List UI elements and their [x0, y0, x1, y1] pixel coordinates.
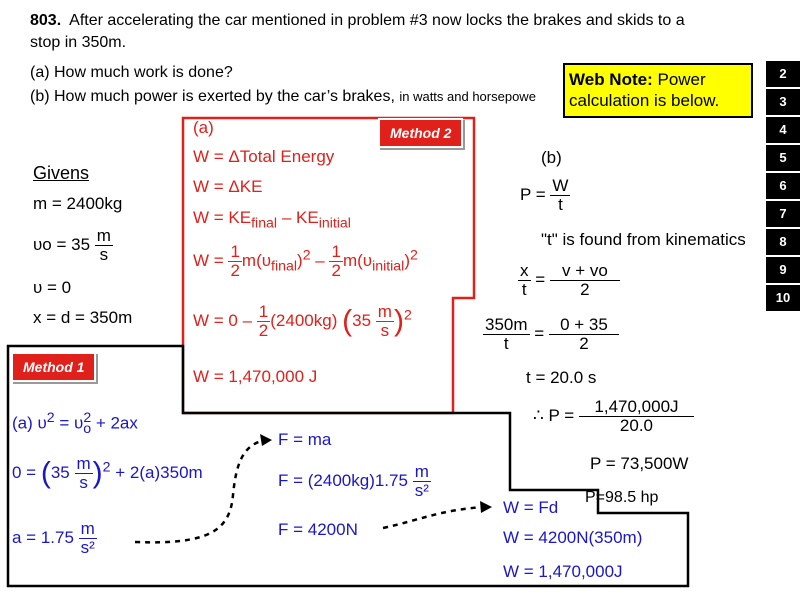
- given-mass: m = 2400kg: [33, 194, 123, 213]
- nav-page-5[interactable]: 5: [766, 145, 800, 171]
- nav-page-2[interactable]: 2: [766, 61, 800, 87]
- web-note-text: Power calculation is below.: [569, 70, 720, 110]
- method2-eq-total-energy: W = ΔTotal Energy: [193, 147, 335, 166]
- method1-eq-force-result: F = 4200N: [278, 520, 358, 539]
- method1-eq-work-sub: W = 4200N(350m): [503, 528, 643, 547]
- method2-tag: Method 2: [378, 118, 464, 148]
- web-note-label: Web Note:: [569, 70, 653, 89]
- web-note: Web Note: Power calculation is below.: [563, 63, 753, 118]
- problem-text-line2: stop in 350m.: [30, 34, 127, 51]
- part-a-question: (a) How much work is done?: [30, 64, 233, 81]
- nav-page-6[interactable]: 6: [766, 173, 800, 199]
- nav-page-9[interactable]: 9: [766, 257, 800, 283]
- partb-power-watts: P = 73,500W: [590, 454, 689, 473]
- method2-label: (a): [193, 118, 214, 137]
- givens-heading: Givens: [33, 163, 90, 183]
- partb-label: (b): [541, 148, 562, 167]
- nav-page-3[interactable]: 3: [766, 89, 800, 115]
- method1-eq-work: W = Fd: [503, 498, 559, 517]
- part-b-question: (b) How much power is exerted by the car…: [30, 88, 536, 105]
- given-distance: x = d = 350m: [33, 308, 133, 327]
- method1-tag: Method 1: [11, 352, 97, 382]
- partb-note: "t" is found from kinematics: [541, 230, 746, 249]
- given-final-velocity: υ = 0: [33, 278, 72, 297]
- problem-statement: 803. After accelerating the car mentione…: [30, 12, 685, 51]
- partb-power-hp: P=98.5 hp: [585, 489, 659, 506]
- nav-page-10[interactable]: 10: [766, 285, 800, 311]
- arrow-a-to-f: [134, 438, 266, 544]
- method1-outline: [6, 344, 690, 588]
- partb-time: t = 20.0 s: [526, 368, 597, 387]
- method2-result: W = 1,470,000 J: [193, 367, 318, 386]
- method1-eq-kinematic: (a) υ2 = υ2o + 2ax: [12, 410, 138, 438]
- method1-eq-force: F = ma: [278, 430, 332, 449]
- method2-eq-ke-diff: W = KEfinal – KEinitial: [193, 208, 351, 232]
- problem-number: 803: [30, 12, 57, 29]
- nav-page-4[interactable]: 4: [766, 117, 800, 143]
- method2-eq-delta-ke: W = ΔKE: [193, 177, 263, 196]
- nav-page-7[interactable]: 7: [766, 201, 800, 227]
- arrow-f-to-w: [382, 505, 485, 530]
- arrowhead-1: [260, 434, 272, 446]
- method1-result: W = 1,470,000J: [503, 562, 623, 581]
- problem-text-line1: After accelerating the car mentioned in …: [69, 12, 685, 29]
- arrowhead-2: [480, 501, 492, 513]
- nav-page-8[interactable]: 8: [766, 229, 800, 255]
